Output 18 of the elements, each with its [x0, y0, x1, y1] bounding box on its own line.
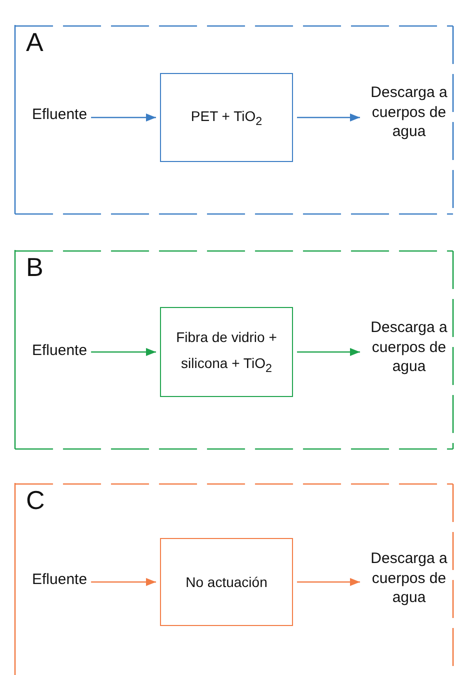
panel-letter: B [26, 254, 44, 280]
input-label: Efluente [32, 570, 88, 590]
input-label: Efluente [32, 105, 88, 124]
arrow [91, 348, 156, 356]
process-box: Fibra de vidrio + silicona + TiO$_{2}$ [160, 307, 293, 397]
output-label: Descarga a cuerpos de agua [364, 549, 454, 608]
output-label: Descarga a cuerpos de agua [364, 318, 454, 376]
arrow [297, 578, 360, 586]
arrow [91, 114, 156, 122]
panel-letter: A [26, 29, 44, 55]
input-label: Efluente [32, 341, 88, 360]
arrow [297, 348, 360, 356]
arrow [297, 114, 360, 122]
arrow [91, 578, 156, 586]
process-box: PET + TiO$_{2}$ [160, 73, 293, 162]
process-box: No actuación [160, 538, 293, 626]
output-label: Descarga a cuerpos de agua [364, 83, 454, 142]
panel-letter: C [26, 487, 45, 513]
